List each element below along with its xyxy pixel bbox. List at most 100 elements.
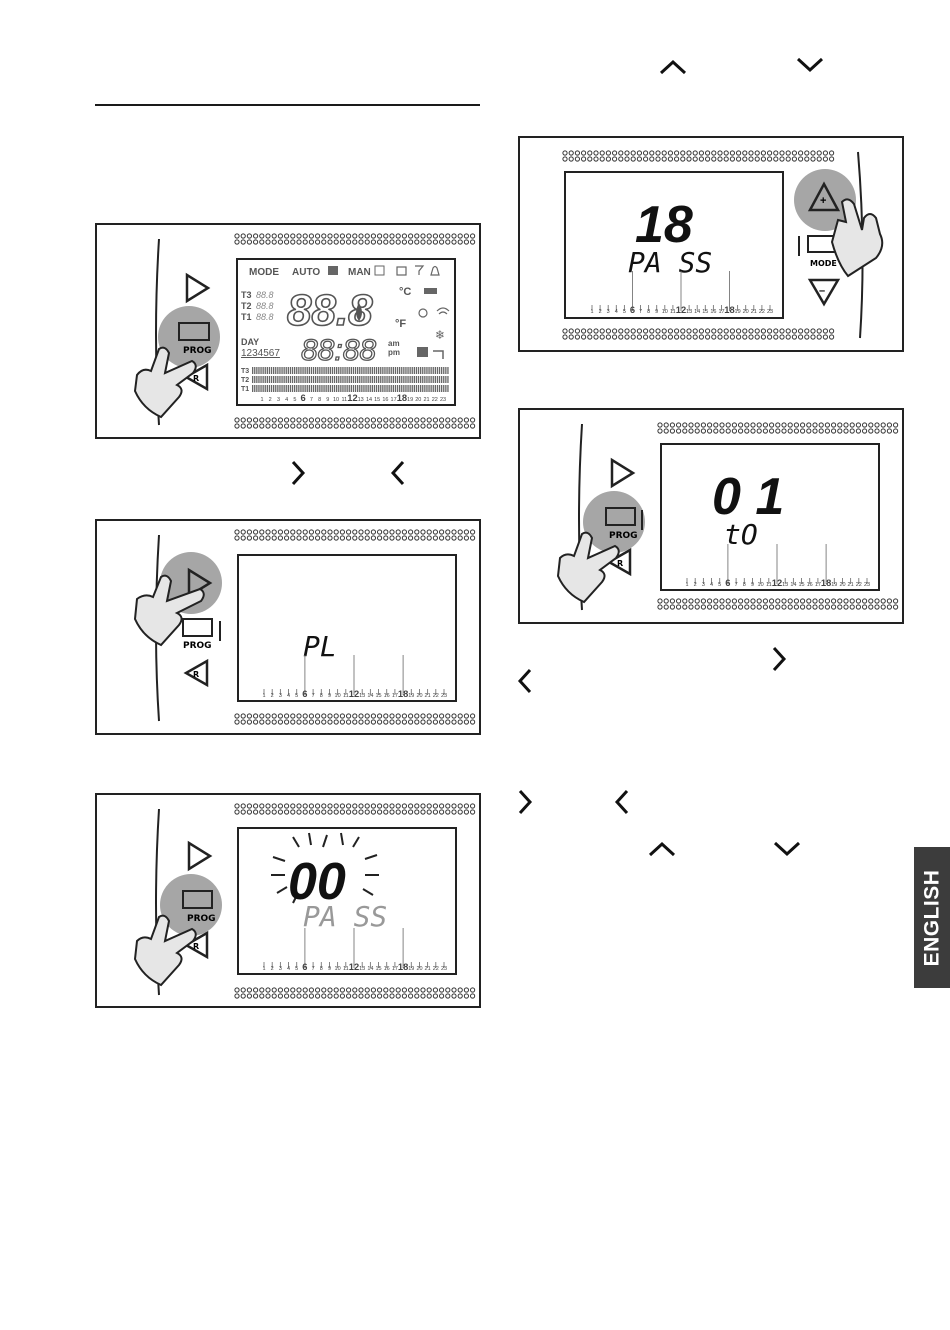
dot (284, 719, 290, 725)
prog-label: PROG (609, 531, 638, 541)
plus-button[interactable] (807, 181, 841, 212)
hour-label: 10 (758, 582, 764, 588)
dot (843, 604, 849, 610)
dot (717, 334, 723, 340)
dot (874, 598, 880, 604)
program-segment (308, 385, 310, 392)
dot (667, 334, 673, 340)
dot (470, 233, 476, 239)
left-arrow-button[interactable] (606, 547, 632, 577)
dot (767, 334, 773, 340)
dot (321, 535, 327, 541)
dot (352, 423, 358, 429)
pointing-hand-icon (133, 574, 205, 647)
dot (676, 598, 682, 604)
hour-label: 17 (391, 397, 397, 403)
dot (769, 604, 775, 610)
hour-label: 9 (751, 582, 754, 588)
dot (787, 598, 793, 604)
program-segment (401, 385, 403, 392)
dot (849, 604, 855, 610)
program-segment (285, 385, 287, 392)
hour-label: 16 (384, 966, 390, 972)
left-arrow-button[interactable] (183, 930, 209, 960)
dot (862, 604, 868, 610)
hour-label: 18 (821, 578, 831, 588)
right-arrow-button[interactable] (610, 457, 636, 489)
dot (302, 239, 308, 245)
program-segment (338, 367, 340, 374)
program-segment (266, 376, 268, 383)
press-highlight (794, 169, 856, 231)
program-segment (371, 385, 373, 392)
dot (657, 428, 663, 434)
dot (364, 987, 370, 993)
dot (370, 529, 376, 535)
dot (574, 328, 581, 334)
program-segment (281, 385, 283, 392)
left-arrow-button[interactable] (183, 658, 209, 688)
program-segment (291, 385, 294, 392)
blink-rays (271, 832, 379, 904)
dot (290, 417, 296, 423)
dot (327, 529, 333, 535)
dot (296, 719, 302, 725)
prog-button[interactable] (182, 618, 213, 637)
dot (420, 987, 426, 993)
dot (290, 423, 296, 429)
dot (271, 809, 277, 815)
program-segment (300, 385, 302, 392)
battery-icon (424, 288, 437, 294)
program-segment (388, 385, 390, 392)
program-segment (375, 385, 378, 392)
program-segment (319, 385, 321, 392)
program-segment (411, 385, 413, 392)
dot (829, 150, 835, 156)
dot (451, 423, 457, 429)
minus-button[interactable] (807, 278, 841, 307)
dot (432, 529, 438, 535)
program-segment (438, 385, 441, 392)
dot (253, 233, 259, 239)
program-segment (422, 385, 424, 392)
dot (271, 987, 277, 993)
dot (346, 535, 352, 541)
dot (271, 423, 277, 429)
dot (352, 233, 358, 239)
dot (265, 719, 271, 725)
dot (370, 987, 376, 993)
prog-button[interactable] (605, 507, 636, 526)
dot (457, 535, 463, 541)
program-segment (409, 376, 411, 383)
prog-button[interactable] (182, 890, 213, 909)
dot (265, 417, 271, 423)
dot (346, 529, 352, 535)
right-arrow-button[interactable] (185, 272, 211, 304)
program-segment (361, 367, 363, 374)
program-segment (342, 367, 344, 374)
hour-label: 15 (374, 397, 380, 403)
dot (408, 987, 414, 993)
dot (793, 428, 799, 434)
left-arrow-button[interactable] (183, 362, 209, 392)
dot (253, 239, 259, 245)
dot (463, 987, 469, 993)
t1-label: T1 (241, 312, 252, 322)
right-arrow-button[interactable] (187, 840, 213, 872)
dot (296, 987, 302, 993)
program-segment (270, 367, 273, 374)
prog-button[interactable] (178, 322, 210, 341)
dot (327, 713, 333, 719)
day-label: DAY (241, 337, 259, 347)
hour-label: 9 (326, 397, 329, 403)
dot (624, 150, 630, 156)
dot (234, 987, 240, 993)
dot (457, 239, 463, 245)
dot (655, 150, 661, 156)
program-segment (417, 376, 420, 383)
hour-label: 4 (287, 693, 290, 699)
dot (711, 156, 717, 162)
dot (756, 604, 762, 610)
